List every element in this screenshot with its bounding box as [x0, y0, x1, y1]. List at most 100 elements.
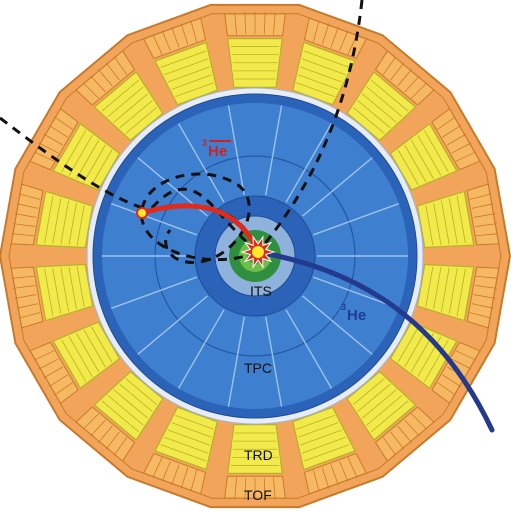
- tof-cell-divider: [16, 303, 39, 309]
- tof-cell-divider: [447, 133, 467, 146]
- tof-cell-divider: [397, 68, 413, 87]
- sector-module: [292, 406, 367, 495]
- sector-module: [416, 263, 500, 329]
- trd-layer-line: [101, 400, 140, 433]
- trd-layer-line: [167, 66, 210, 83]
- tof-cell-divider: [90, 419, 106, 437]
- trd-layer-line: [301, 58, 346, 76]
- tof-cell-divider: [411, 413, 428, 430]
- tpc-label: TPC: [244, 360, 272, 376]
- trd-layer-line: [119, 383, 153, 412]
- trd-layer-line: [76, 333, 100, 373]
- trd-layer-line: [160, 444, 207, 462]
- trd-layer-line: [433, 267, 442, 310]
- tof-cell-divider: [18, 193, 41, 200]
- trd-layer-line: [91, 326, 113, 363]
- tof-cell-divider: [38, 358, 59, 370]
- sector-module: [143, 17, 218, 106]
- antihelium3-label: 3 He: [202, 138, 231, 160]
- tof-cell-divider: [263, 12, 266, 35]
- tof-cell-divider: [171, 26, 180, 48]
- sector-module: [346, 50, 435, 142]
- trd-layer-line: [83, 329, 106, 368]
- helium3-label: 3 He: [341, 302, 366, 324]
- sector-module: [224, 12, 286, 88]
- trd-layer-line: [303, 50, 350, 68]
- tof-cell-divider: [312, 20, 320, 42]
- tof-cell-divider: [48, 374, 68, 388]
- tof-cell-divider: [382, 56, 397, 75]
- trd-module: [416, 190, 475, 249]
- tof-cell-divider: [90, 75, 106, 93]
- trd-layer-line: [167, 429, 210, 446]
- trd-layer-line: [423, 130, 449, 173]
- trd-layer-line: [441, 200, 450, 245]
- trd-layer-line: [119, 100, 153, 129]
- trd-layer-line: [301, 436, 346, 454]
- trd-layer-line: [76, 205, 85, 246]
- trd-layer-line: [417, 135, 442, 176]
- tof-cell-divider: [48, 124, 68, 138]
- tpc-sector-line: [265, 105, 283, 196]
- trd-module: [35, 263, 94, 322]
- trd-layer-line: [171, 422, 212, 438]
- tof-cell-divider: [54, 116, 73, 130]
- tof-cell-divider: [397, 425, 413, 444]
- trd-layer-line: [303, 444, 350, 462]
- particle-tracks: [0, 0, 495, 433]
- trd-layer-line: [52, 198, 62, 244]
- tof-cell-divider: [105, 62, 120, 81]
- tpc-sector-line: [227, 316, 245, 407]
- trd-layer-line: [298, 422, 339, 438]
- tof-cell-divider: [442, 374, 462, 388]
- tof-cell-divider: [43, 366, 63, 379]
- trd-layer-line: [300, 66, 343, 83]
- trd-module: [292, 41, 356, 106]
- tof-cell-divider: [13, 285, 36, 289]
- tof-cell-divider: [473, 294, 496, 299]
- tof-cell-divider: [390, 431, 405, 450]
- tof-cell-divider: [97, 425, 113, 444]
- tof-cell-divider: [34, 151, 55, 162]
- tof-cell-divider: [244, 477, 247, 500]
- tof-cell-divider: [321, 467, 330, 489]
- tpc-sector-line: [227, 105, 245, 196]
- trd-layer-line: [357, 383, 391, 412]
- tof-cell-divider: [82, 413, 99, 430]
- tof-cell-divider: [473, 213, 496, 218]
- trd-layer-line: [370, 79, 409, 112]
- tof-cell-divider: [234, 12, 237, 35]
- sector-module: [75, 50, 164, 142]
- trd-module: [93, 370, 164, 441]
- tof-cell-divider: [339, 30, 349, 51]
- tpc-sector-line: [177, 123, 225, 203]
- trd-label: TRD: [244, 447, 273, 463]
- tof-cell-divider: [390, 62, 405, 81]
- sector-module: [416, 183, 500, 249]
- trd-layer-line: [101, 79, 140, 112]
- tof-cell-divider: [474, 285, 497, 289]
- dashed-curl-track: [140, 172, 259, 264]
- trd-tof-modules: [10, 12, 500, 500]
- trd-layer-line: [68, 202, 77, 245]
- svg-text:3: 3: [202, 138, 207, 148]
- tof-cell-divider: [152, 34, 163, 55]
- tof-cell-divider: [330, 26, 339, 48]
- trd-layer-line: [107, 395, 144, 426]
- trd-layer-line: [425, 205, 434, 246]
- trd-layer-line: [83, 144, 106, 183]
- tof-cell-divider: [14, 294, 37, 299]
- tof-cell-divider: [339, 461, 349, 482]
- tpc-sector-line: [313, 203, 400, 236]
- tof-cell-divider: [451, 142, 472, 154]
- sector-module: [143, 406, 218, 495]
- tof-cell-divider: [16, 203, 39, 209]
- svg-text:He: He: [347, 307, 366, 324]
- trd-layer-line: [76, 266, 85, 307]
- tof-cell-divider: [469, 193, 492, 200]
- trd-layer-line: [107, 86, 144, 117]
- trd-layer-line: [296, 414, 335, 430]
- tof-cell-divider: [451, 358, 472, 370]
- trd-layer-line: [44, 195, 54, 244]
